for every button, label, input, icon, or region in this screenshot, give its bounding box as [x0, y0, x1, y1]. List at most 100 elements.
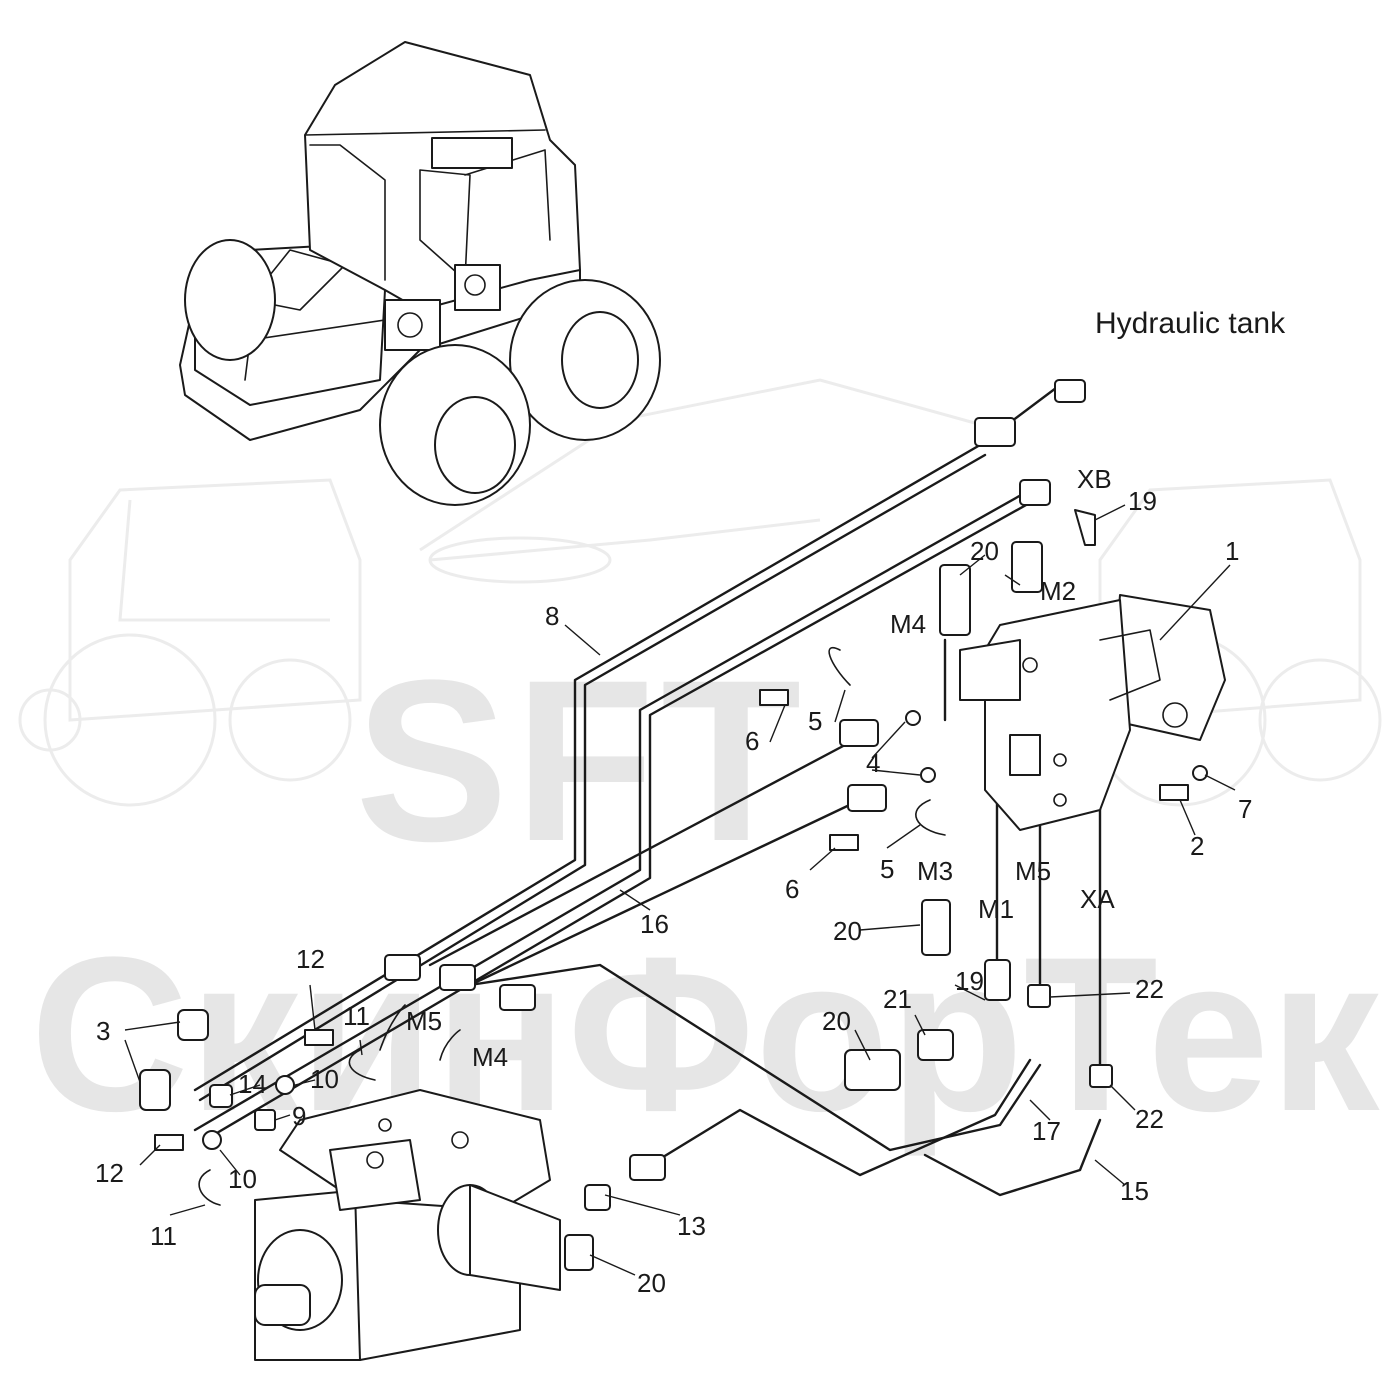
label-m5-pump: M5	[406, 1006, 442, 1036]
fitting-pump-m4-hose	[499, 984, 536, 1011]
label-20-m1: 20	[822, 1006, 851, 1036]
fitting-hose-8-pump	[384, 954, 421, 981]
fitting-3-upper	[177, 1009, 209, 1041]
clip-11-upper	[348, 1049, 376, 1081]
bolt-2	[1159, 784, 1189, 801]
machine-motor-location	[454, 264, 501, 311]
label-m2: M2	[1040, 576, 1076, 606]
label-17: 17	[1032, 1116, 1061, 1146]
machine-pump-location	[384, 299, 441, 351]
fitting-19-xb	[1074, 509, 1096, 546]
sensor-20-m4	[939, 564, 971, 636]
bolt-6-lower	[829, 834, 859, 851]
label-xb: XB	[1077, 464, 1112, 494]
machine-front-wheel	[184, 239, 276, 361]
label-20-pump: 20	[637, 1268, 666, 1298]
fitting-3-lower	[139, 1069, 171, 1111]
watermark-company: СкинФорТек	[30, 911, 1380, 1157]
fitting-m5-pump	[379, 1004, 406, 1051]
machine-roof-box	[431, 137, 513, 169]
pipe-17	[468, 963, 1042, 1177]
label-6-upper: 6	[745, 726, 759, 756]
label-7: 7	[1238, 794, 1252, 824]
label-m4-motor: M4	[890, 609, 926, 639]
fitting-13	[584, 1184, 611, 1211]
watermark: SFT СкинФорТек	[18, 378, 1382, 1157]
fitting-pump-13-hose	[629, 1154, 666, 1181]
bolt-12-upper	[304, 1029, 334, 1046]
machine-cab	[304, 41, 581, 311]
fitting-hose-16	[1019, 479, 1051, 506]
label-20-m4: 20	[970, 536, 999, 566]
label-2: 2	[1190, 831, 1204, 861]
label-10-upper: 10	[310, 1064, 339, 1094]
label-13: 13	[677, 1211, 706, 1241]
leader-lines	[124, 504, 1236, 1276]
label-5-upper: 5	[808, 706, 822, 736]
label-3: 3	[96, 1016, 110, 1046]
sensor-20-m1	[844, 1049, 901, 1091]
label-19-m1: 19	[955, 966, 984, 996]
label-9: 9	[292, 1101, 306, 1131]
label-16: 16	[640, 909, 669, 939]
watermark-tractor-left	[18, 478, 362, 807]
label-11-lower: 11	[150, 1221, 177, 1251]
sensor-20-pump	[564, 1234, 594, 1271]
label-20-m3: 20	[833, 916, 862, 946]
fitting-14	[209, 1084, 233, 1108]
machine-rear-wheel-2	[379, 344, 531, 506]
hose-16	[193, 488, 1037, 1142]
washer-4-upper	[905, 710, 921, 726]
flange-lower	[847, 784, 887, 812]
bolt-6-upper	[759, 689, 789, 706]
plug-9	[254, 1109, 276, 1131]
fitting-m4-pump	[439, 1029, 461, 1061]
washer-4-lower	[920, 767, 936, 783]
forwarder-machine	[179, 41, 661, 506]
bolt-12-lower	[154, 1134, 184, 1151]
fitting-19-m1	[984, 959, 1011, 1001]
label-m1: M1	[978, 894, 1014, 924]
machine-rear-wheel-1	[509, 279, 661, 441]
hydraulic-motor	[959, 594, 1226, 831]
oring-10-upper	[275, 1075, 295, 1095]
label-12-upper: 12	[296, 944, 325, 974]
label-15: 15	[1120, 1176, 1149, 1206]
nut-21	[917, 1029, 954, 1061]
label-21: 21	[883, 984, 912, 1014]
label-12-lower: 12	[95, 1158, 124, 1188]
label-5-lower: 5	[880, 854, 894, 884]
label-22-upper: 22	[1135, 974, 1164, 1004]
label-8: 8	[545, 601, 559, 631]
sensor-20-m2	[1011, 541, 1043, 593]
watermark-crane	[419, 378, 1001, 584]
label-22-lower: 22	[1135, 1104, 1164, 1134]
watermark-logo: SFT	[355, 632, 807, 889]
clip-11-lower	[198, 1169, 221, 1206]
label-10-lower: 10	[228, 1164, 257, 1194]
label-1: 1	[1225, 536, 1239, 566]
flange-upper	[839, 719, 879, 747]
label-19-xb: 19	[1128, 486, 1157, 516]
title-hydraulic-tank: Hydraulic tank	[1095, 307, 1286, 340]
label-xa: XA	[1080, 884, 1115, 914]
fitting-22-xa	[1089, 1064, 1113, 1088]
hoses-motor-to-pump	[428, 743, 862, 987]
label-m5-motor: M5	[1015, 856, 1051, 886]
fittings	[139, 379, 1208, 1271]
hydraulic-pump	[254, 1089, 561, 1361]
label-6-lower: 6	[785, 874, 799, 904]
fitting-hose-16-pump	[439, 964, 476, 991]
fitting-tank	[1054, 379, 1086, 403]
label-m3: M3	[917, 856, 953, 886]
label-m4-pump: M4	[472, 1042, 508, 1072]
label-14: 14	[238, 1069, 267, 1099]
label-4: 4	[866, 748, 880, 778]
fitting-hose-8	[974, 417, 1016, 447]
clip-5-lower	[915, 799, 946, 836]
clip-5-upper	[828, 647, 851, 686]
oring-10-lower	[202, 1130, 222, 1150]
label-11-upper: 11	[343, 1001, 370, 1031]
washer-7	[1192, 765, 1208, 781]
